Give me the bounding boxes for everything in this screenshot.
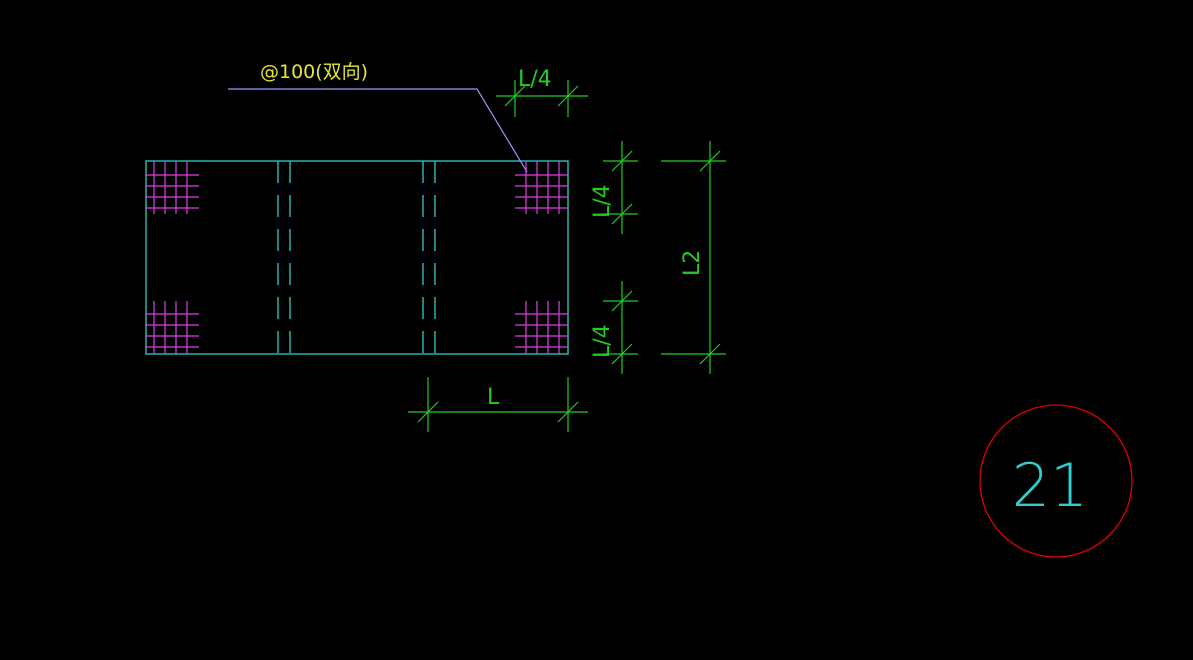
rebar-grid-top-left: [146, 161, 199, 214]
rebar-grid-top-right: [515, 161, 568, 214]
dim-top-quarter: [496, 80, 588, 117]
dim-right-bottom-quarter-label: L/4: [590, 324, 615, 358]
rebar-grid-bottom-left: [146, 301, 199, 354]
slab-outline: [145, 160, 569, 355]
dim-bottom-span: [408, 377, 588, 432]
note-leader-line: [228, 88, 528, 173]
dim-right-bottom-quarter: [603, 281, 638, 374]
rebar-grid-bottom-right: [515, 301, 568, 354]
dim-top-quarter-label: L/4: [518, 67, 552, 92]
detail-bubble-circle: [979, 404, 1133, 558]
dim-bottom-span-label: L: [487, 385, 500, 410]
dim-overall-height: [661, 141, 726, 374]
dim-right-top-quarter: [603, 141, 638, 234]
rebar-note-text: @100(双向): [260, 61, 368, 83]
hidden-beam-lines: [277, 161, 436, 354]
dim-right-top-quarter-label: L/4: [590, 184, 615, 218]
dim-overall-height-label: L2: [680, 250, 705, 276]
detail-bubble-number: 21: [1012, 451, 1088, 521]
